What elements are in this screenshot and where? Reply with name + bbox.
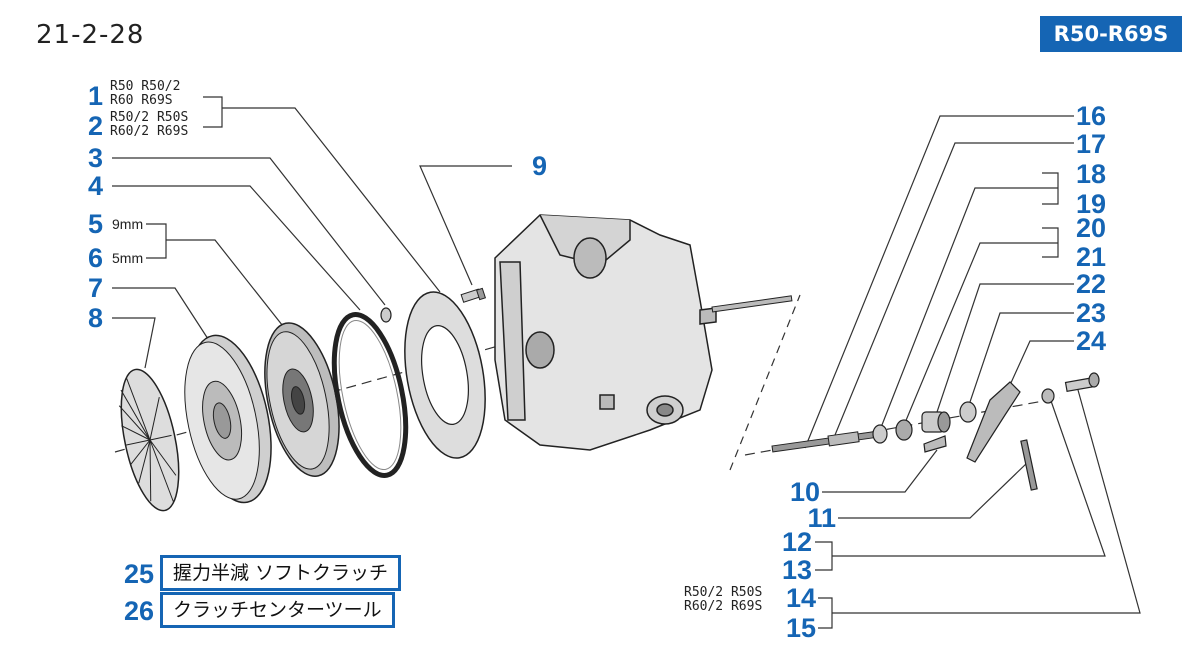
label-part-18: 18: [1076, 159, 1107, 189]
label-part-4: 4: [88, 171, 104, 201]
label-part-1: 1: [88, 81, 104, 111]
label-part-8: 8: [88, 303, 104, 333]
label-part-17: 17: [1076, 129, 1107, 159]
washer-part: [380, 307, 392, 323]
label-part-22: 22: [1076, 269, 1107, 299]
label-part-16: 16: [1076, 101, 1107, 131]
note-part-5: 9mm: [112, 216, 144, 232]
tool-box-clutch-center-tool: クラッチセンターツール: [160, 592, 395, 628]
label-part-10: 10: [789, 477, 820, 507]
note-part-1-line1: R50 R50/2: [110, 79, 181, 94]
label-part-19: 19: [1076, 189, 1107, 219]
label-part-5: 5: [88, 209, 104, 239]
note-part-6: 5mm: [112, 250, 144, 266]
page-code: 21-2-28: [36, 20, 145, 50]
note-part-14-line1: R50/2 R50S: [684, 585, 763, 600]
label-part-12: 12: [781, 527, 812, 557]
flywheel-plate-part: [404, 291, 486, 459]
label-part-15: 15: [785, 613, 816, 643]
label-part-26: 26: [124, 596, 155, 626]
label-part-2: 2: [88, 111, 104, 141]
label-part-14: 14: [785, 583, 816, 613]
label-part-11: 11: [807, 503, 836, 533]
push-rod-lower-part: [771, 430, 883, 453]
label-part-23: 23: [1076, 298, 1107, 328]
gearbox-housing-part: [494, 214, 717, 451]
label-part-13: 13: [781, 555, 812, 585]
clutch-disc-part: [264, 322, 340, 477]
label-part-20: 20: [1076, 213, 1107, 243]
adjusting-screw-parts: [1041, 372, 1100, 404]
model-badge: R50-R69S: [1040, 16, 1182, 52]
note-part-1-line2: R60 R69S: [110, 93, 173, 108]
label-part-7: 7: [88, 273, 104, 303]
ring-part: [331, 312, 409, 478]
label-part-25: 25: [124, 559, 155, 589]
clutch-lever-part: [966, 381, 1038, 491]
thrust-bearing-parts: [872, 401, 977, 453]
diaphragm-spring-part: [118, 368, 180, 512]
leader-lines: [112, 96, 1141, 629]
note-part-14-line2: R60/2 R69S: [684, 599, 763, 614]
clutch-cover-part: [184, 334, 272, 504]
label-part-6: 6: [88, 243, 104, 273]
note-part-2-line1: R50/2 R50S: [110, 110, 189, 125]
label-part-21: 21: [1076, 242, 1107, 272]
push-rod-upper-part: [711, 295, 793, 313]
bolt-part: [460, 287, 487, 303]
label-part-3: 3: [88, 143, 104, 173]
tool-box-soft-clutch: 握力半減 ソフトクラッチ: [160, 555, 402, 591]
note-part-2-line2: R60/2 R69S: [110, 124, 189, 139]
label-part-9: 9: [532, 151, 548, 181]
label-part-24: 24: [1076, 326, 1107, 356]
